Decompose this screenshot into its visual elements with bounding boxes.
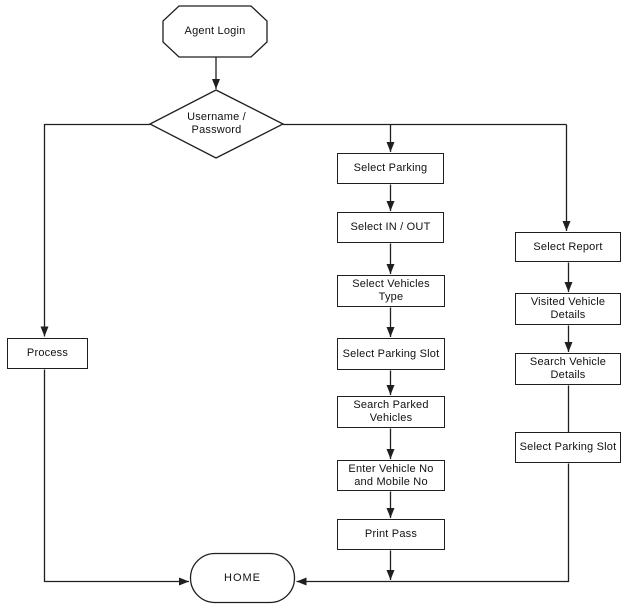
node-username-password: Username / Password [166,95,267,153]
node-home-label: HOME [224,571,261,584]
edge-process-to-home [43,369,189,586]
node-search-vehicle-details: Search Vehicle Details [515,353,621,385]
node-visited-vehicle-details: Visited Vehicle Details [515,293,621,325]
node-agent-login: Agent Login [163,6,267,57]
node-select-vehicles-type: Select Vehicles Type [337,275,445,307]
node-search-parked-vehicles: Search Parked Vehicles [337,396,445,428]
node-search-vehicle-details-label: Search Vehicle Details [529,356,607,381]
node-visited-vehicle-details-label: Visited Vehicle Details [530,296,606,321]
node-select-parking-slot-report: Select Parking Slot [515,432,621,463]
node-enter-vehicle-no: Enter Vehicle No and Mobile No [337,460,445,491]
node-username-password-label: Username / Password [187,111,246,136]
node-select-in-out-label: Select IN / OUT [350,221,431,233]
node-select-parking-slot-report-label: Select Parking Slot [519,441,617,453]
edge-select-parking-slot-report-to-home [296,463,570,586]
home-stadium [189,552,296,604]
edge-username-password-to-process [40,123,150,337]
node-select-parking-slot-label: Select Parking Slot [342,347,440,360]
node-print-pass-label: Print Pass [364,528,418,540]
node-select-in-out: Select IN / OUT [337,212,444,243]
node-select-report-label: Select Report [533,240,603,253]
node-print-pass: Print Pass [337,519,445,550]
node-select-parking: Select Parking [337,153,444,184]
node-select-report: Select Report [515,232,621,262]
node-search-parked-vehicles-label: Search Parked Vehicles [353,399,429,424]
node-select-vehicles-type-label: Select Vehicles Type [352,278,430,303]
node-process: Process [7,338,88,369]
node-agent-login-label: Agent Login [184,25,246,37]
username-password-diamond [148,89,285,159]
node-select-parking-slot: Select Parking Slot [337,338,445,370]
node-process-label: Process [26,347,69,359]
node-home: HOME [190,553,295,603]
node-select-parking-label: Select Parking [353,162,428,174]
node-enter-vehicle-no-label: Enter Vehicle No and Mobile No [348,462,434,488]
agent-login-octagon [162,5,268,58]
